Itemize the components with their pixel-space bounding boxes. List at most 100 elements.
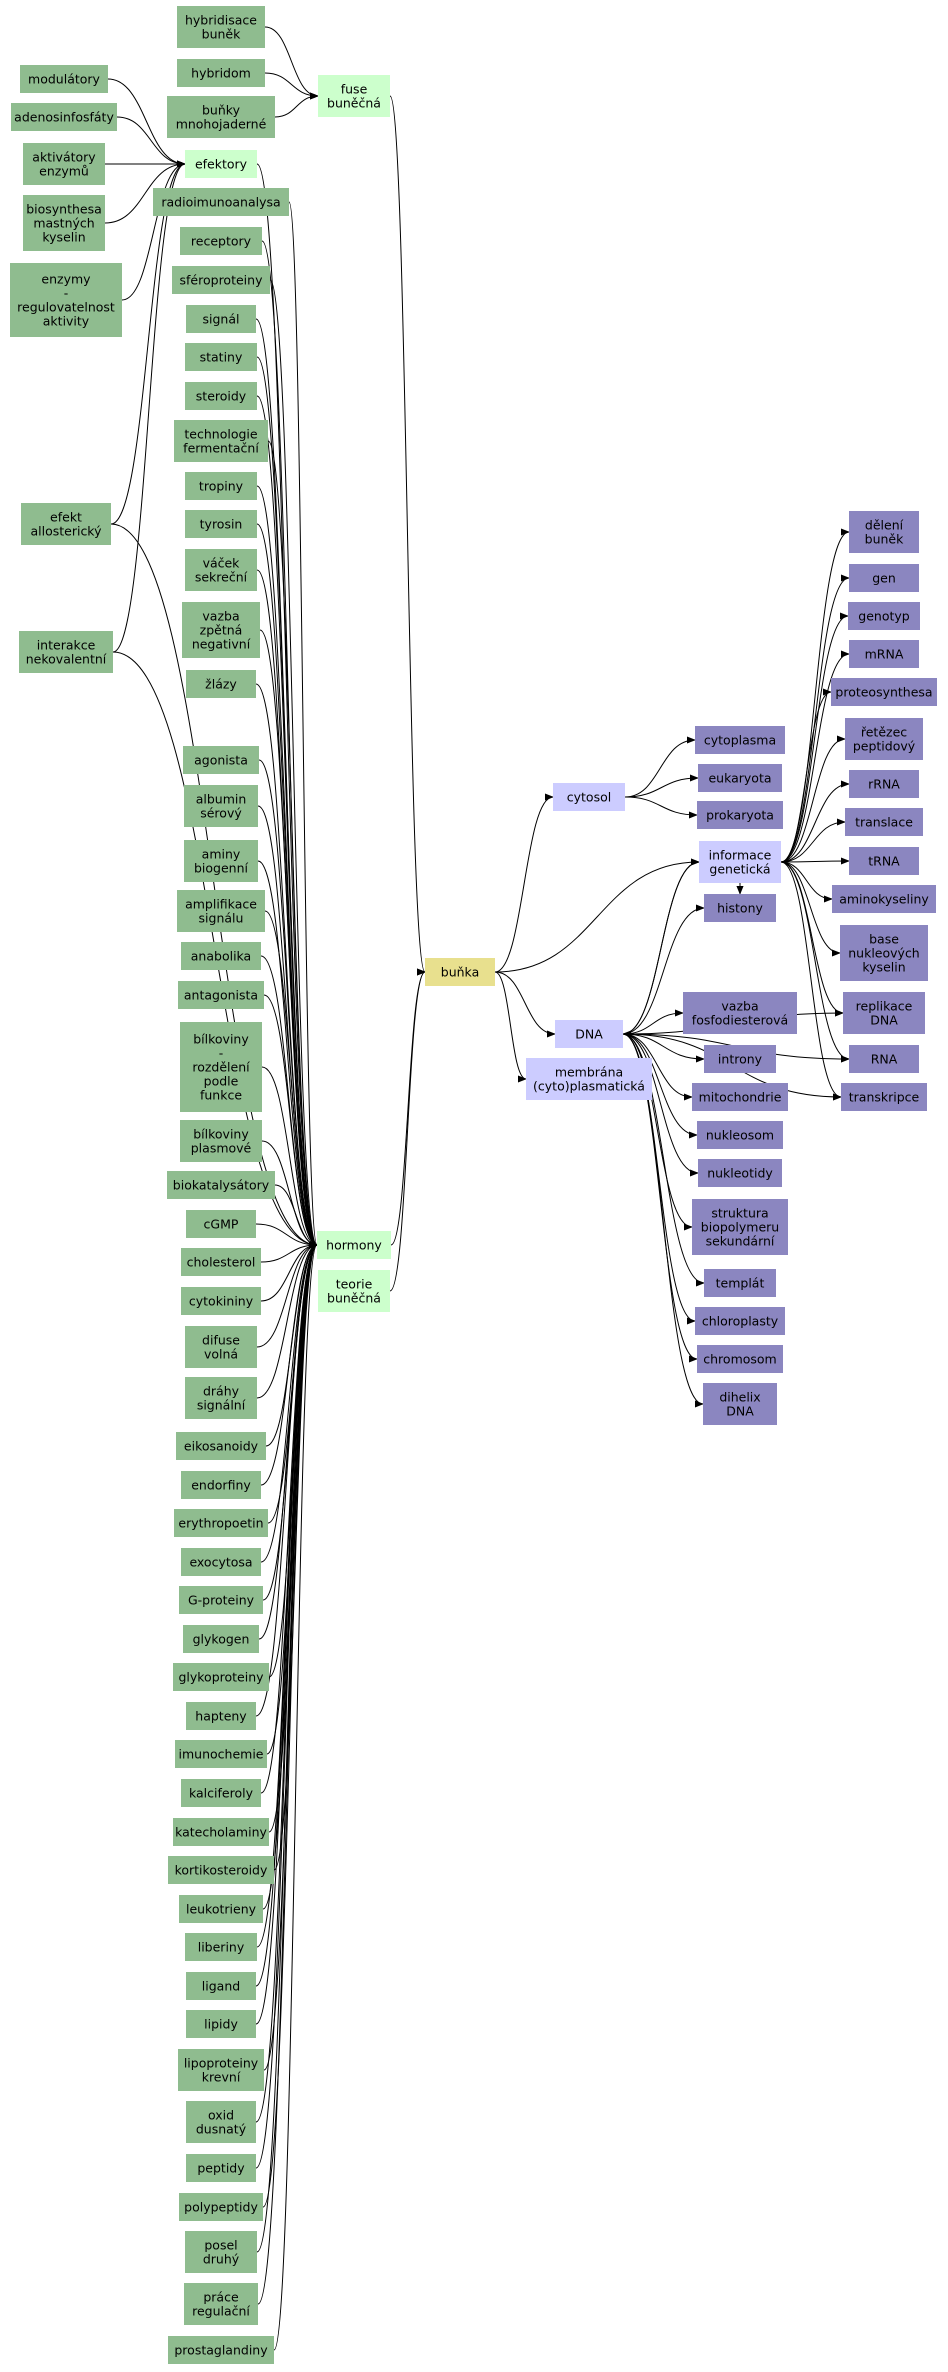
- node-adenosin[interactable]: adenosinfosfáty: [11, 103, 117, 131]
- node-genotyp[interactable]: genotyp: [848, 602, 920, 630]
- edge-dna-to-mitochondrie: [622, 1033, 693, 1101]
- node-bunka[interactable]: buňka: [425, 958, 495, 986]
- node-erythropoetin[interactable]: erythropoetin: [174, 1509, 268, 1537]
- node-steroidy[interactable]: steroidy: [185, 382, 257, 410]
- node-antagonista[interactable]: antagonista: [178, 981, 264, 1009]
- node-peptidy[interactable]: peptidy: [186, 2154, 256, 2182]
- node-prokaryota[interactable]: prokaryota: [697, 801, 783, 829]
- node-chloroplasty[interactable]: chloroplasty: [695, 1307, 785, 1335]
- node-sferoproteiny[interactable]: sféroproteiny: [172, 266, 270, 294]
- node-chromosom[interactable]: chromosom: [697, 1345, 783, 1373]
- node-hormony[interactable]: hormony: [317, 1231, 391, 1259]
- node-membrana[interactable]: membrána(cyto)plasmatická: [526, 1058, 652, 1100]
- node-hybridom[interactable]: hybridom: [177, 59, 265, 87]
- node-agonista[interactable]: agonista: [183, 746, 259, 774]
- node-imunochemie[interactable]: imunochemie: [175, 1740, 267, 1768]
- node-polypeptidy[interactable]: polypeptidy: [179, 2193, 263, 2221]
- node-cholesterol[interactable]: cholesterol: [181, 1248, 261, 1276]
- node-cytosol[interactable]: cytosol: [553, 783, 625, 811]
- node-mrna[interactable]: mRNA: [849, 640, 919, 668]
- node-tropiny[interactable]: tropiny: [185, 472, 257, 500]
- node-katecholaminy[interactable]: katecholaminy: [173, 1818, 269, 1846]
- node-leukotrieny[interactable]: leukotrieny: [179, 1895, 263, 1923]
- node-liberiny[interactable]: liberiny: [185, 1933, 257, 1961]
- node-translace-label: translace: [855, 815, 913, 830]
- node-exocytosa[interactable]: exocytosa: [181, 1548, 261, 1576]
- node-statiny[interactable]: statiny: [185, 343, 257, 371]
- node-kortikosteroidy[interactable]: kortikosteroidy: [168, 1856, 274, 1884]
- node-receptory[interactable]: receptory: [180, 227, 262, 255]
- node-cytokininy[interactable]: cytokininy: [181, 1287, 261, 1315]
- node-tyrosin[interactable]: tyrosin: [185, 510, 257, 538]
- node-aminokyseliny[interactable]: aminokyseliny: [832, 885, 936, 913]
- node-histony[interactable]: histony: [704, 894, 776, 922]
- node-biokatalysatory[interactable]: biokatalysátory: [167, 1171, 275, 1199]
- node-lipidy[interactable]: lipidy: [186, 2010, 256, 2038]
- node-rrna[interactable]: rRNA: [849, 770, 919, 798]
- node-prostaglandiny[interactable]: prostaglandiny: [168, 2336, 274, 2364]
- node-transkripce[interactable]: transkripce: [841, 1083, 927, 1111]
- node-proteosynthesa[interactable]: proteosynthesa: [831, 678, 937, 706]
- node-dna[interactable]: DNA: [555, 1020, 623, 1048]
- node-nukleotidy[interactable]: nukleotidy: [698, 1159, 782, 1187]
- node-eukaryota[interactable]: eukaryota: [698, 764, 782, 792]
- node-templat[interactable]: templát: [704, 1269, 776, 1297]
- node-signal[interactable]: signál: [186, 305, 256, 333]
- node-hapteny[interactable]: hapteny: [186, 1702, 256, 1730]
- node-introny[interactable]: introny: [704, 1045, 776, 1073]
- node-nukleosom[interactable]: nukleosom: [697, 1121, 783, 1149]
- node-cytoplasma[interactable]: cytoplasma: [695, 726, 785, 754]
- node-glykogen[interactable]: glykogen: [183, 1625, 259, 1653]
- node-eikosanoidy[interactable]: eikosanoidy: [176, 1432, 266, 1460]
- node-trna[interactable]: tRNA: [849, 847, 919, 875]
- node-gen[interactable]: gen: [849, 564, 919, 592]
- node-mitochondrie[interactable]: mitochondrie: [692, 1083, 788, 1111]
- node-gproteiny[interactable]: G-proteiny: [179, 1586, 263, 1614]
- node-kalciferoly[interactable]: kalciferoly: [181, 1779, 261, 1807]
- node-glykoproteiny[interactable]: glykoproteiny: [173, 1663, 269, 1691]
- node-translace[interactable]: translace: [845, 808, 923, 836]
- node-anabolika[interactable]: anabolika: [181, 942, 261, 970]
- edge-informace-to-base: [780, 861, 841, 957]
- node-cgmp[interactable]: cGMP: [186, 1210, 256, 1238]
- node-endorfiny[interactable]: endorfiny: [181, 1471, 261, 1499]
- node-rna[interactable]: RNA: [849, 1045, 919, 1073]
- node-ligand[interactable]: ligand: [186, 1972, 256, 2000]
- node-efektory[interactable]: efektory: [185, 150, 257, 178]
- node-modulatory[interactable]: modulátory: [20, 65, 108, 93]
- node-radio[interactable]: radioimunoanalysa: [153, 188, 289, 216]
- node-zlazy[interactable]: žlázy: [186, 670, 256, 698]
